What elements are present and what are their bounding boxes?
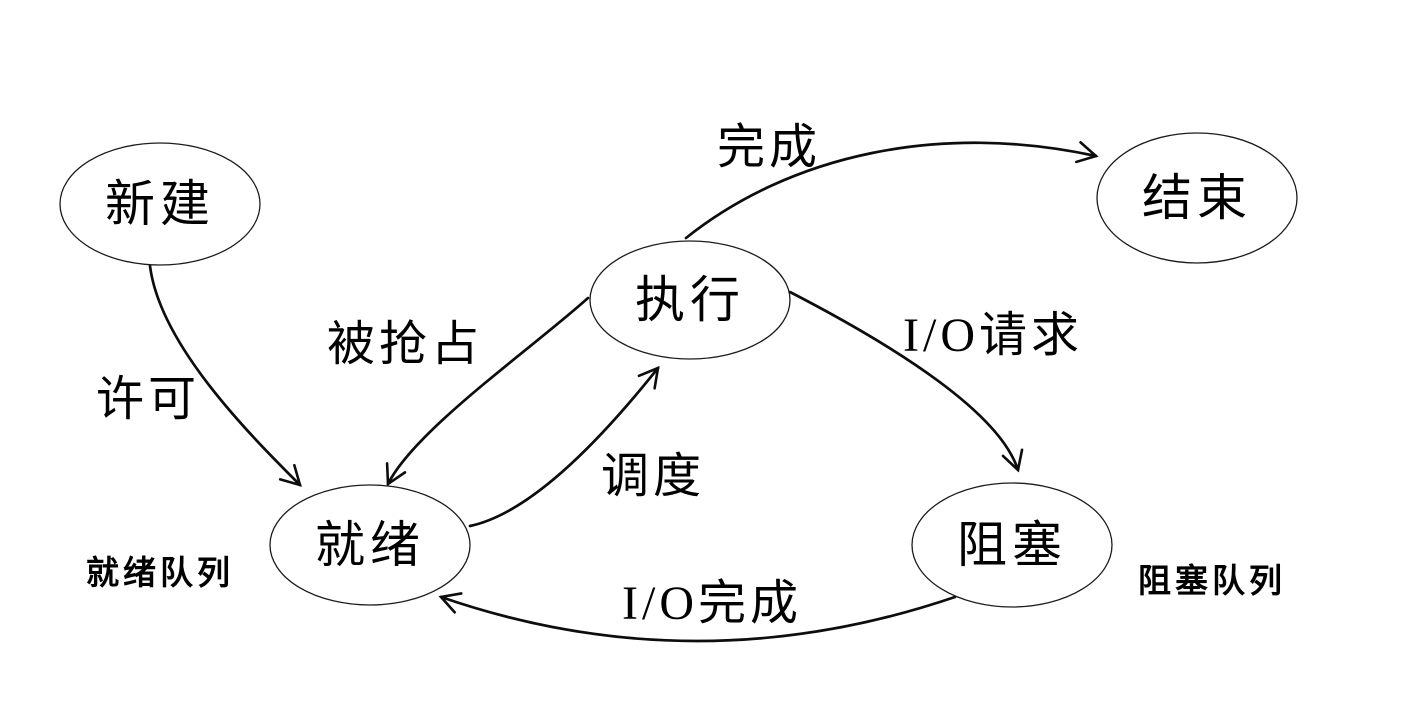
edge-label-io-complete: I/O完成	[622, 577, 802, 630]
edge-admit-arrow	[148, 264, 302, 487]
edge-preempt-arrow	[385, 296, 590, 487]
node-ready: 就绪	[269, 484, 471, 606]
node-label-blocked: 阻塞	[957, 517, 1067, 573]
edge-io-request-arrow	[788, 290, 1024, 473]
node-ellipse-terminated	[1096, 132, 1298, 264]
edge-complete-arrow	[684, 141, 1099, 240]
node-ellipse-blocked	[911, 482, 1113, 608]
node-ellipse-new	[59, 142, 261, 266]
node-label-new: 新建	[105, 176, 215, 232]
annotation-blocked-queue: 阻塞队列	[1138, 563, 1286, 600]
edge-label-admit: 许可	[96, 373, 200, 426]
node-blocked: 阻塞	[911, 482, 1113, 608]
node-running: 执行	[589, 240, 791, 360]
node-new: 新建	[59, 142, 261, 266]
edge-label-complete: 完成	[717, 121, 821, 174]
node-ellipse-running	[589, 240, 791, 360]
annotation-ready-queue: 就绪队列	[86, 555, 234, 592]
node-label-running: 执行	[635, 272, 745, 328]
edge-label-dispatch: 调度	[601, 450, 705, 503]
edge-io-complete-arrow	[438, 592, 957, 643]
node-terminated: 结束	[1096, 132, 1298, 264]
node-label-ready: 就绪	[315, 517, 425, 573]
edge-label-io-request: I/O请求	[903, 309, 1083, 362]
node-label-terminated: 结束	[1142, 170, 1252, 226]
node-ellipse-ready	[269, 484, 471, 606]
edge-dispatch-arrow	[468, 365, 660, 528]
edge-label-preempt: 被抢占	[327, 318, 483, 371]
